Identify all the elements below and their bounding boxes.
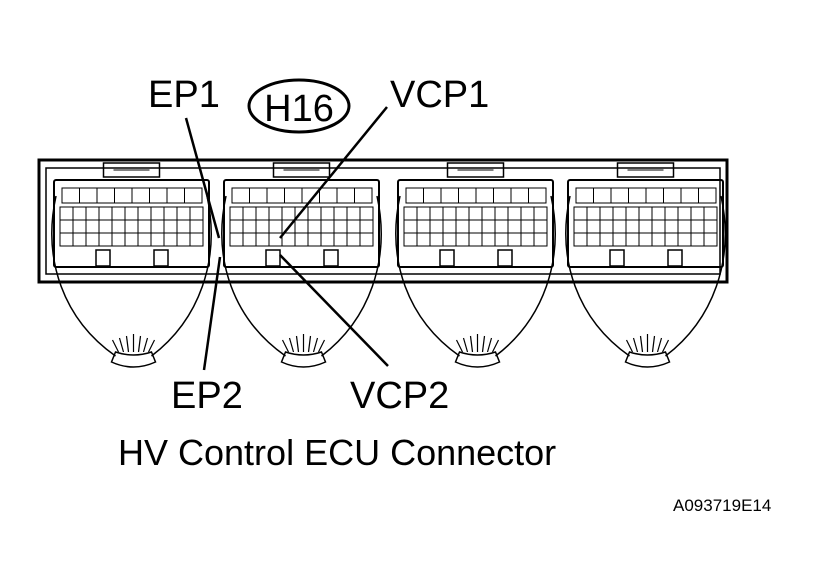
connector-block: [397, 162, 554, 268]
wire-harness: [395, 195, 556, 368]
leader-line-ep2: [202, 256, 222, 371]
connector-blocks: [53, 162, 724, 268]
leader-line-ep1: [184, 117, 221, 239]
wire-harnesses: [51, 195, 726, 368]
pin-grid-upper: [231, 187, 373, 204]
pin-grid: [229, 206, 374, 247]
connector-code-badge: H16: [247, 78, 351, 134]
pin-label-ep2: EP2: [171, 375, 243, 417]
pin-grid-upper: [405, 187, 547, 204]
pin-grid-upper: [61, 187, 203, 204]
pin-grid: [59, 206, 204, 247]
connector-block: [223, 162, 380, 268]
connector-code-label: H16: [264, 88, 334, 130]
pin-label-vcp2: VCP2: [350, 375, 449, 417]
figure-id: A093719E14: [673, 496, 771, 515]
leader-lines: [184, 106, 389, 371]
wire-harness: [51, 195, 212, 368]
diagram-caption: HV Control ECU Connector: [118, 432, 556, 473]
connector-housing: [37, 158, 729, 284]
connector-block: [53, 162, 210, 268]
wire-harness: [565, 195, 726, 368]
connector-block: [567, 162, 724, 268]
pin-grid: [403, 206, 548, 247]
pin-grid: [573, 206, 718, 247]
pin-label-vcp1: VCP1: [390, 74, 489, 116]
leader-line-vcp2: [279, 254, 389, 367]
pin-label-ep1: EP1: [148, 74, 220, 116]
wire-harness: [221, 195, 382, 368]
pin-grid-upper: [575, 187, 717, 204]
leader-line-vcp1: [279, 106, 388, 239]
